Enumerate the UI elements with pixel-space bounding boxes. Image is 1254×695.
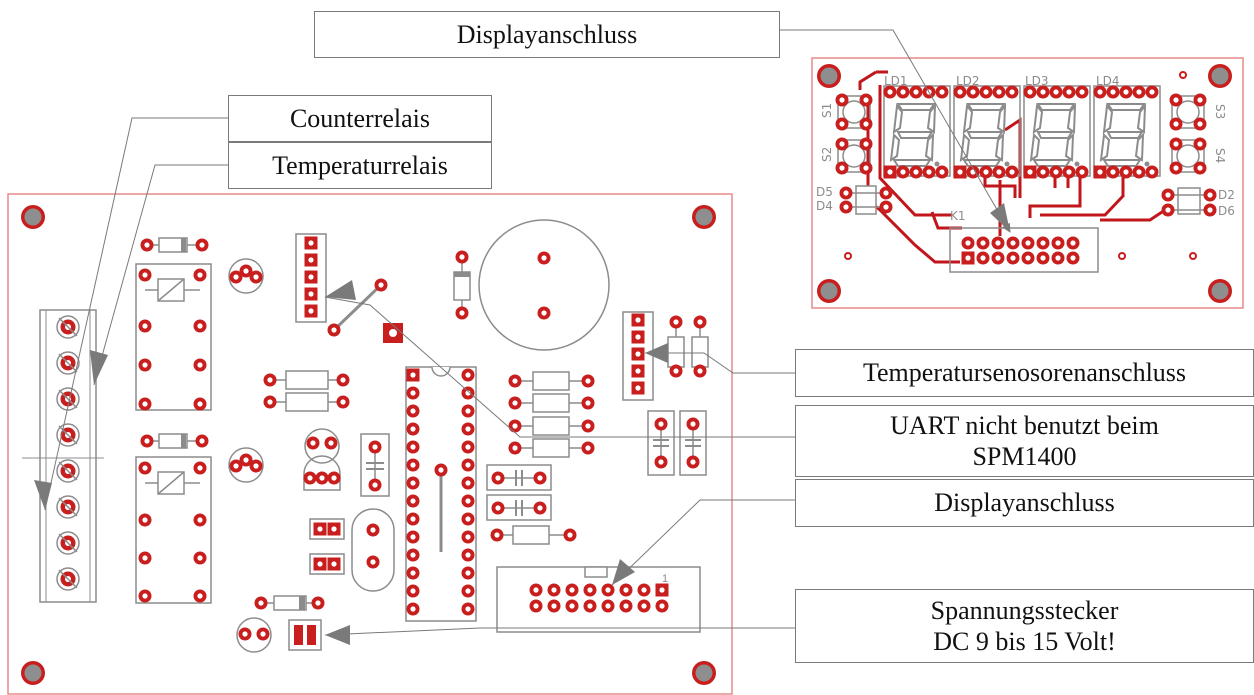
label-k1: K1 xyxy=(950,209,966,223)
label-s4: S4 xyxy=(1213,148,1227,163)
label-ld3: LD3 xyxy=(1025,74,1049,88)
jumpers xyxy=(309,518,345,575)
switch-s4 xyxy=(1169,137,1207,175)
diode-vertical xyxy=(453,250,471,320)
display-board: S1 S2 S3 S4 LD1 LD2 LD3 LD4 D5 D4 D2 D6 … xyxy=(811,57,1244,309)
transistor-1 xyxy=(228,258,264,294)
diodes-display xyxy=(839,185,1217,217)
buzzer xyxy=(478,219,610,351)
ceramic-caps xyxy=(486,464,577,545)
label-ld4: LD4 xyxy=(1096,74,1120,88)
crystal xyxy=(351,508,395,592)
callout-power-line1: Spannungsstecker xyxy=(930,596,1119,625)
callout-display-main: Displayanschluss xyxy=(795,479,1254,527)
display-header-16pin: 1 xyxy=(496,566,701,633)
cap-vertical xyxy=(360,433,390,497)
label-d6: D6 xyxy=(1218,204,1235,218)
callout-display-top: Displayanschluss xyxy=(314,11,780,58)
temperature-relay xyxy=(135,433,212,604)
regulator xyxy=(303,455,341,491)
callout-temperature-relay: Temperaturrelais xyxy=(228,142,492,189)
label-d4: D4 xyxy=(816,199,833,213)
switch-s1 xyxy=(835,93,873,131)
switch-s2 xyxy=(835,137,873,175)
callout-uart-line1: UART nicht benutzt beim xyxy=(890,411,1159,440)
label-s2: S2 xyxy=(820,147,834,162)
label-s1: S1 xyxy=(820,103,834,118)
main-board: 1 xyxy=(7,193,733,695)
label-s3: S3 xyxy=(1213,104,1227,119)
electrolytic-cap-1 xyxy=(304,428,340,464)
header-pin1-label: 1 xyxy=(662,573,668,585)
callout-uart: UART nicht benutzt beim SPM1400 xyxy=(795,405,1254,477)
callout-temp-sensor: Temperatursenosorenanschluss xyxy=(795,349,1254,397)
callout-temperature-relay-text: Temperaturrelais xyxy=(272,150,448,180)
callout-counter-relay-text: Counterrelais xyxy=(289,103,431,133)
callout-display-top-text: Displayanschluss xyxy=(456,19,638,49)
callout-uart-line2: SPM1400 xyxy=(972,442,1077,471)
callout-temp-sensor-text: Temperatursenosorenanschluss xyxy=(862,358,1187,387)
callout-counter-relay: Counterrelais xyxy=(228,95,492,142)
seven-seg-digit xyxy=(883,85,951,179)
terminal-block xyxy=(22,309,104,603)
microcontroller-dip xyxy=(405,366,477,622)
callout-power-line2: DC 9 bis 15 Volt! xyxy=(933,627,1116,656)
power-section xyxy=(236,595,325,653)
transistor-2 xyxy=(228,447,264,483)
arrow-heads xyxy=(34,203,1010,645)
label-d2: D2 xyxy=(1218,188,1235,202)
caps-vertical-right xyxy=(647,410,707,476)
label-ld1: LD1 xyxy=(884,74,908,88)
resistors-left xyxy=(263,370,350,412)
callout-display-main-text: Displayanschluss xyxy=(934,488,1115,517)
resistors-right xyxy=(508,371,595,458)
counter-relay xyxy=(135,237,212,411)
callout-power: Spannungsstecker DC 9 bis 15 Volt! xyxy=(795,589,1254,663)
header-5pin-left xyxy=(295,233,327,323)
label-ld2: LD2 xyxy=(956,74,980,88)
switch-s3 xyxy=(1169,93,1207,131)
leader-lines xyxy=(44,29,1011,636)
label-d5: D5 xyxy=(816,185,833,199)
k1-header xyxy=(949,227,1099,273)
